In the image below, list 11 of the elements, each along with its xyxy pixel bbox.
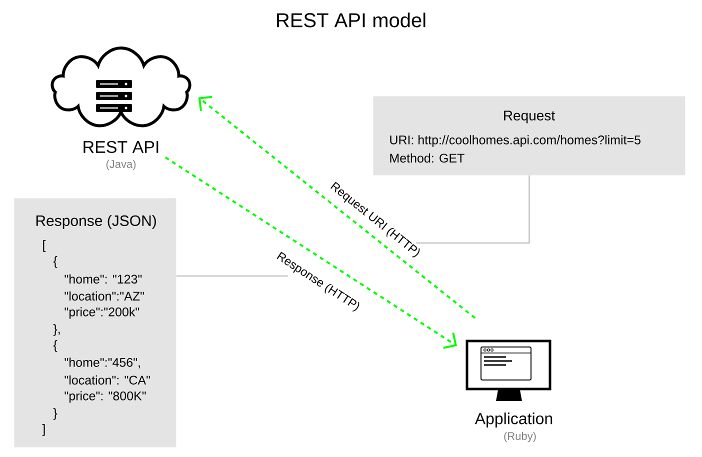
leader-line — [176, 275, 288, 277]
request-box: Request URI: http://coolhomes.api.com/homes?limit=5 Method: GET — [373, 96, 686, 176]
node-label: REST API — [84, 140, 158, 154]
leader-line — [416, 175, 530, 244]
node-caption: (Java) — [106, 160, 136, 170]
node-caption: (Ruby) — [504, 432, 536, 442]
node-label: Application — [474, 412, 552, 428]
arrow — [164, 156, 457, 349]
response-box: Response (JSON) [ { "home": "123" "location":"AZ" "price":"200k" }, { "home":"456", "location": "CA" "price": "800K" } ] — [14, 198, 176, 448]
arrow — [198, 96, 476, 319]
title: REST API model — [277, 12, 426, 28]
